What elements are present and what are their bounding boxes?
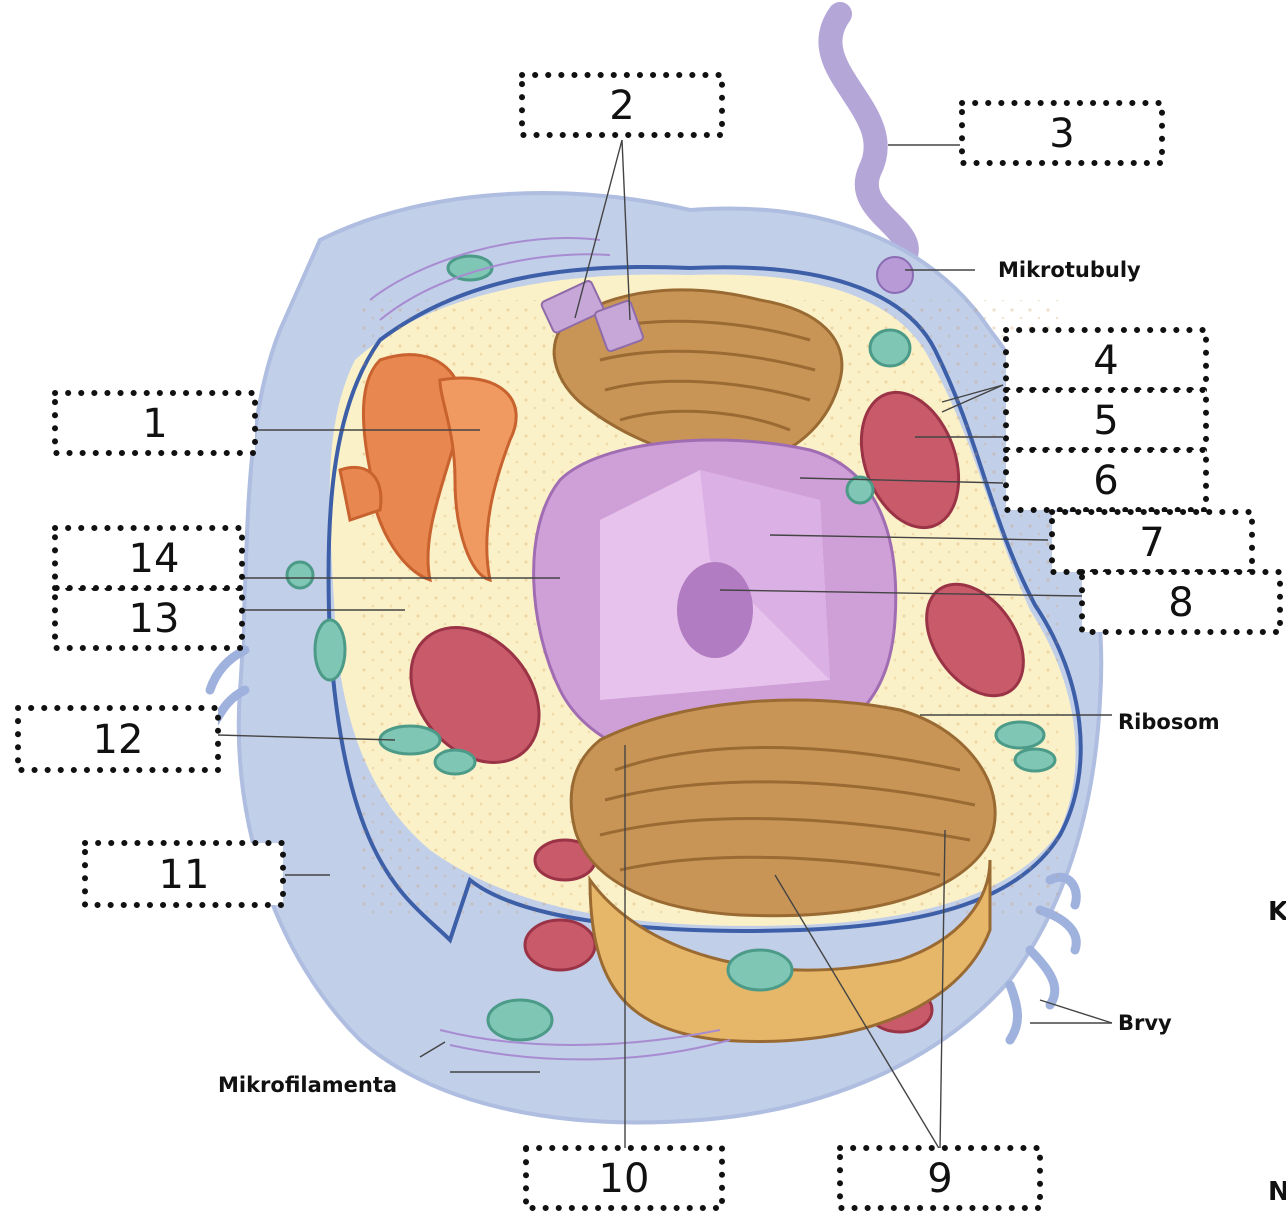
label-number-5: 5 xyxy=(1093,398,1118,444)
label-number-2: 2 xyxy=(609,83,634,129)
edge-fragment-n: N xyxy=(1268,1177,1286,1207)
label-number-10: 10 xyxy=(599,1156,650,1202)
label-number-7: 7 xyxy=(1139,520,1164,566)
nucleolus xyxy=(677,562,753,658)
label-number-13: 13 xyxy=(129,596,180,642)
microtubule-bundle xyxy=(877,257,913,293)
label-number-11: 11 xyxy=(159,852,210,898)
lower-golgi xyxy=(571,700,995,1042)
label-number-3: 3 xyxy=(1049,111,1074,157)
label-number-1: 1 xyxy=(142,401,167,447)
cell-illustration xyxy=(210,14,1101,1122)
label-number-12: 12 xyxy=(93,717,144,763)
label-number-8: 8 xyxy=(1168,580,1193,626)
label-number-14: 14 xyxy=(129,536,180,582)
edge-text: K N xyxy=(1268,897,1286,1207)
label-number-9: 9 xyxy=(927,1156,952,1202)
label-number-6: 6 xyxy=(1093,458,1118,504)
label-number-4: 4 xyxy=(1093,338,1118,384)
edge-fragment-k: K xyxy=(1268,897,1286,927)
label-microtubules: Mikrotubuly xyxy=(998,258,1141,282)
label-cilia: Brvy xyxy=(1118,1011,1172,1035)
label-ribosome: Ribosom xyxy=(1118,710,1220,734)
label-microfilaments: Mikrofilamenta xyxy=(218,1073,397,1097)
